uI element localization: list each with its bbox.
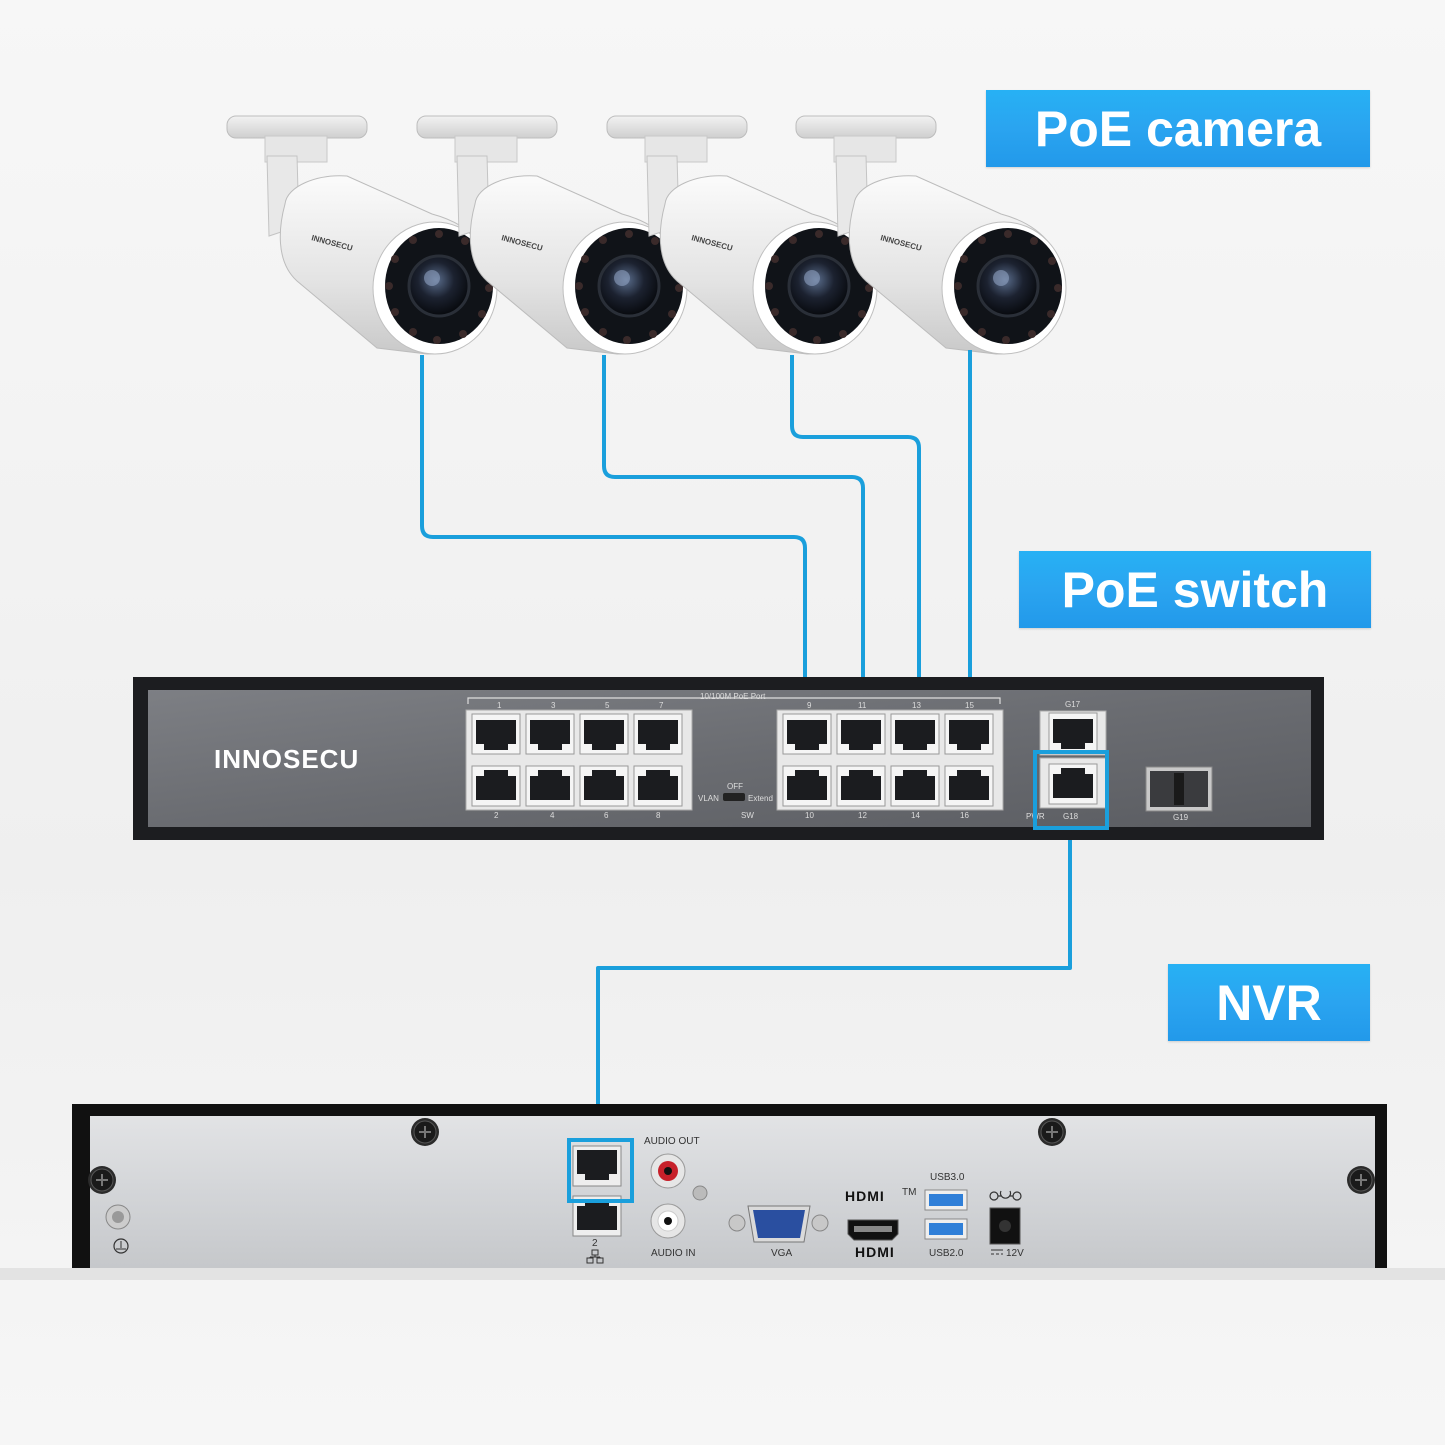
sw-label: SW [741,811,754,820]
bottom-port-numbers: 2 4 6 8 10 12 14 16 [494,811,969,820]
port-number-14: 14 [911,811,920,820]
port-number-5: 5 [605,701,610,710]
port-number-1: 1 [497,701,502,710]
hdmi-logo-top: HDMI [845,1188,885,1204]
hdmi-logo-bottom: HDMI [855,1244,895,1260]
network-cables [420,350,1072,1140]
top-port-numbers: 1 3 5 7 9 11 13 15 [497,701,974,710]
dc-power-jack[interactable] [989,1207,1021,1245]
hdmi-port[interactable] [847,1219,899,1241]
uplink-g18-label: G18 [1063,812,1079,821]
nvr-lan-ports: 2 [572,1145,622,1264]
nvr-lan-port-1[interactable] [577,1150,617,1180]
callout-poe-camera: PoE camera [986,90,1370,167]
port-number-15: 15 [965,701,974,710]
nvr-back-panel [90,1116,1375,1268]
switch-port-13[interactable] [890,713,940,755]
vlan-off-label: OFF [727,782,743,791]
cable-camera-1 [420,355,807,692]
switch-port-8[interactable] [633,765,683,807]
switch-brand-logo: INNOSECU [214,744,359,774]
usb2-label: USB2.0 [929,1248,964,1259]
sfp-g19-label: G19 [1173,813,1189,822]
hdmi-trademark: TM [902,1187,916,1198]
uplink-g17-label: G17 [1065,700,1081,709]
lan-number-label: 2 [592,1238,598,1249]
switch-port-3[interactable] [525,713,575,755]
dc-12v-label: 12V [1006,1248,1024,1259]
port-number-7: 7 [659,701,664,710]
switch-port-5[interactable] [579,713,629,755]
port-number-16: 16 [960,811,969,820]
port-number-3: 3 [551,701,556,710]
uplink-port-g17[interactable] [1048,712,1098,754]
port-number-8: 8 [656,811,661,820]
usb3-label: USB3.0 [930,1172,965,1183]
switch-port-11[interactable] [836,713,886,755]
highlight-nvr-lan [567,1138,634,1203]
usb2-port[interactable] [924,1218,968,1240]
nvr-lan-port-2[interactable] [577,1200,617,1230]
switch-port-6[interactable] [579,765,629,807]
audio-out-jack[interactable] [650,1153,686,1189]
sfp-port-g19[interactable] [1145,766,1213,812]
switch-port-15[interactable] [944,713,994,755]
extend-label: Extend [748,794,773,803]
poe-switch: INNOSECU 10/100M PoE Port [133,677,1324,840]
switch-port-2[interactable] [471,765,521,807]
cable-switch-to-nvr [596,830,1072,1140]
switch-port-7[interactable] [633,713,683,755]
switch-port-10[interactable] [782,765,832,807]
port-number-2: 2 [494,811,499,820]
ground-terminal [105,1204,131,1254]
callout-nvr: NVR [1168,964,1370,1041]
port-number-13: 13 [912,701,921,710]
cable-camera-3 [790,355,921,692]
vlan-switch[interactable]: OFF VLAN Extend SW [698,782,773,820]
dc-symbol-icon [991,1249,1003,1255]
vga-label: VGA [771,1248,792,1259]
port-number-6: 6 [604,811,609,820]
switch-port-12[interactable] [836,765,886,807]
port-group-label: 10/100M PoE Port [700,692,766,701]
switch-port-4[interactable] [525,765,575,807]
vlan-label: VLAN [698,794,719,803]
switch-front-panel [148,690,1311,827]
vga-port[interactable] [728,1205,829,1243]
cable-camera-2 [602,355,865,692]
audio-in-label: AUDIO IN [651,1248,695,1259]
callout-poe-switch: PoE switch [1019,551,1371,628]
switch-port-16[interactable] [944,765,994,807]
poe-camera-group [225,114,1068,356]
port-number-9: 9 [807,701,812,710]
highlight-g18 [1033,750,1109,830]
audio-in-jack[interactable] [650,1203,686,1239]
polarity-icon [989,1190,1022,1201]
audio-out-label: AUDIO OUT [644,1136,700,1147]
switch-port-14[interactable] [890,765,940,807]
usb3-port[interactable] [924,1189,968,1211]
network-icon [586,1249,604,1264]
port-number-10: 10 [805,811,814,820]
switch-port-1[interactable] [471,713,521,755]
nvr-recorder: 2 AUDIO OUT AUDIO IN VGA [0,1104,1445,1280]
port-number-12: 12 [858,811,867,820]
port-number-4: 4 [550,811,555,820]
uplink-port-g18[interactable] [1048,763,1098,805]
port-number-11: 11 [858,701,867,710]
switch-port-9[interactable] [782,713,832,755]
